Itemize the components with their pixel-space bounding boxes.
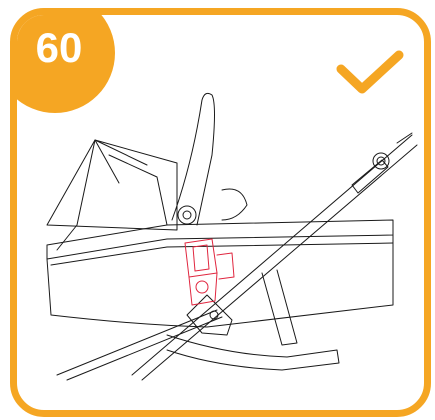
step-number: 60 xyxy=(17,27,101,69)
attachment-connector-highlight xyxy=(185,239,234,305)
carrycot-handle xyxy=(172,93,247,225)
checkmark-icon xyxy=(335,49,405,99)
push-bar xyxy=(132,133,417,380)
instruction-card: 60 xyxy=(10,8,431,417)
carrycot-hood xyxy=(47,140,177,250)
carrycot-body xyxy=(47,220,393,327)
stroller-frame xyxy=(57,270,339,380)
